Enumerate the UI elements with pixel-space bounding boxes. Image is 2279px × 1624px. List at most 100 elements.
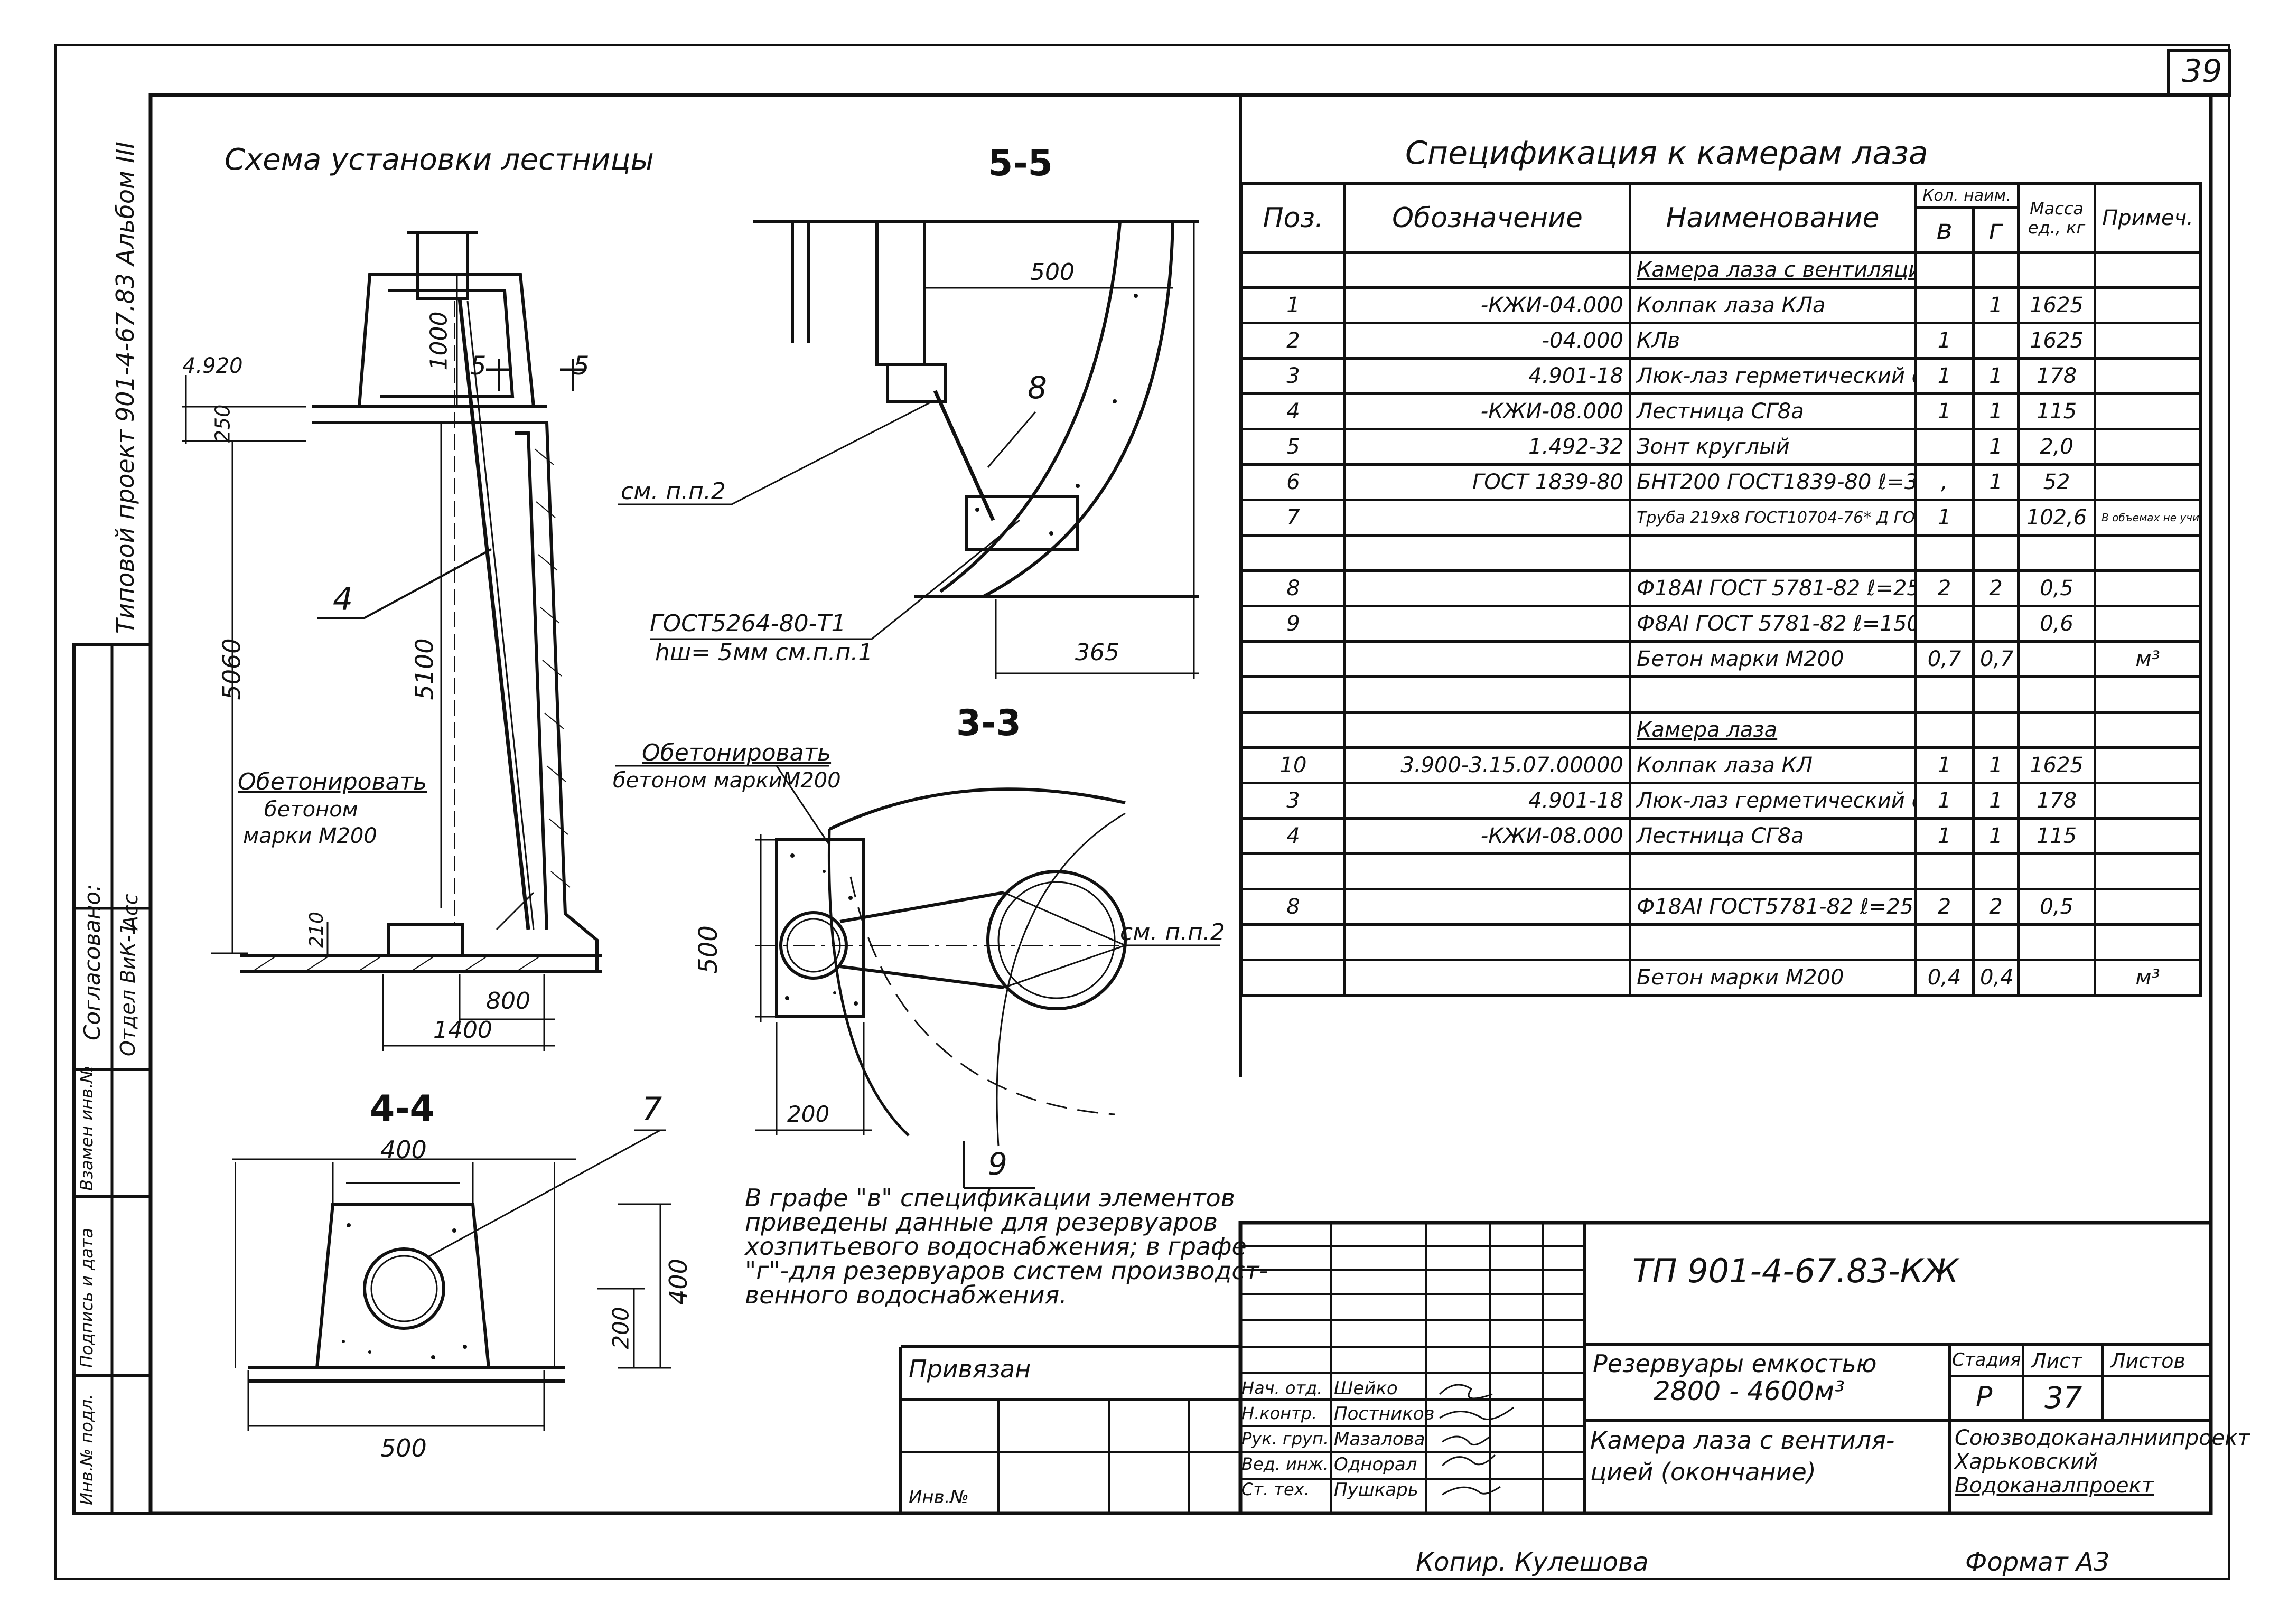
spec-cell-b: 1 <box>1914 746 1975 784</box>
col-replace: Взамен инв.№ <box>77 1065 97 1191</box>
s33-note-1: Обетонировать <box>642 739 832 766</box>
spec-cell-mass: 1625 <box>2017 746 2097 784</box>
s44-dim-400-top: 400 <box>380 1135 427 1164</box>
hdr-pos: Поз. <box>1240 182 1346 254</box>
spec-cell-pos <box>1240 675 1346 714</box>
stage-label: Стадия <box>1952 1349 2021 1370</box>
spec-cell-b <box>1914 534 1975 572</box>
spec-cell-g <box>1972 534 2020 572</box>
spec-cell-g <box>1972 675 2020 714</box>
spec-cell-note <box>2094 605 2202 643</box>
spec-cell-des: ГОСТ 1839-80 <box>1343 463 1631 501</box>
spec-cell-pos <box>1240 959 1346 997</box>
dim-210: 210 <box>305 912 328 948</box>
spec-cell-g: 1 <box>1972 463 2020 501</box>
footnote-line: приведены данные для резервуаров <box>745 1208 1218 1236</box>
spec-cell-des <box>1343 888 1631 926</box>
dept-label: Отдел ВиК-1 <box>116 922 139 1056</box>
spec-cell-mass: 52 <box>2017 463 2097 501</box>
footnote-line: венного водоснабжения. <box>745 1281 1067 1309</box>
signature-row: Вед. инж.Однорал <box>1241 1452 1453 1477</box>
sheet-format: Формат А3 <box>1965 1547 2110 1577</box>
sheet-number: 39 <box>2182 53 2222 90</box>
s33-dim-200: 200 <box>787 1101 830 1127</box>
spec-cell-pos: 4 <box>1240 392 1346 430</box>
hdr-mass: Масса ед., кг <box>2017 182 2097 254</box>
spec-cell-pos <box>1240 251 1346 289</box>
spec-cell-pos: 8 <box>1240 569 1346 607</box>
s33-note: см. п.п.2 <box>1120 919 1225 946</box>
s55-dim-365: 365 <box>1075 639 1119 666</box>
spec-cell-note <box>2094 569 2202 607</box>
signature-role: Нач. отд. <box>1241 1378 1323 1398</box>
spec-cell-des: -КЖИ-04.000 <box>1343 286 1631 324</box>
spec-cell-g: 2 <box>1972 888 2020 926</box>
spec-cell-pos <box>1240 534 1346 572</box>
spec-cell-b <box>1914 852 1975 890</box>
spec-cell-pos <box>1240 711 1346 749</box>
spec-cell-pos: 3 <box>1240 357 1346 395</box>
org-line-1: Союзводоканалниипроект <box>1955 1426 2250 1450</box>
spec-cell-g: 1 <box>1972 746 2020 784</box>
ladder-note-3: марки М200 <box>243 824 377 848</box>
hdr-qty-b: в <box>1914 206 1975 254</box>
spec-cell-name <box>1629 675 1917 714</box>
signature-role: Вед. инж. <box>1241 1454 1329 1474</box>
spec-cell-g: 1 <box>1972 782 2020 820</box>
inv-label: Инв.№ <box>909 1487 969 1508</box>
ladder-note-1: Обетонировать <box>238 768 427 795</box>
spec-cell-b: 2 <box>1914 888 1975 926</box>
spec-cell-pos: 8 <box>1240 888 1346 926</box>
spec-cell-g: 1 <box>1972 817 2020 855</box>
spec-cell-b: 1 <box>1914 322 1975 360</box>
dim-1400: 1400 <box>433 1017 492 1044</box>
s55-note: см. п.п.2 <box>621 478 726 505</box>
spec-cell-mass: 178 <box>2017 357 2097 395</box>
spec-cell-mass <box>2017 852 2097 890</box>
signature-row: Ст. тех.Пушкарь <box>1241 1477 1453 1503</box>
footnote: В графе "в" спецификации элементов приве… <box>745 1186 1268 1307</box>
spec-cell-des <box>1343 711 1631 749</box>
spec-cell-pos: 7 <box>1240 499 1346 537</box>
spec-cell-b <box>1914 923 1975 961</box>
dim-4920: 4.920 <box>182 354 243 378</box>
footnote-line: В графе "в" спецификации элементов <box>745 1184 1235 1212</box>
spec-cell-g <box>1972 711 2020 749</box>
spec-cell-des <box>1343 640 1631 678</box>
spec-cell-mass: 115 <box>2017 817 2097 855</box>
spec-row <box>1240 852 2202 890</box>
spec-cell-name: Люк-лаз герметический dу=600 <box>1629 357 1917 395</box>
spec-cell-note <box>2094 392 2202 430</box>
spec-cell-b: 1 <box>1914 357 1975 395</box>
spec-cell-mass <box>2017 711 2097 749</box>
hdr-name: Наименование <box>1629 182 1917 254</box>
spec-cell-name: Колпак лаза КЛ <box>1629 746 1917 784</box>
spec-cell-name <box>1629 923 1917 961</box>
col-sign-date: Подпись и дата <box>77 1227 97 1368</box>
spec-cell-note <box>2094 286 2202 324</box>
spec-cell-g: 0,7 <box>1972 640 2020 678</box>
s33-callout: 9 <box>988 1146 1007 1182</box>
spec-cell-des <box>1343 569 1631 607</box>
copied-by: Копир. Кулешова <box>1416 1547 1649 1577</box>
dim-5100: 5100 <box>410 638 439 700</box>
spec-cell-mass: 115 <box>2017 392 2097 430</box>
spec-cell-name: Колпак лаза КЛа <box>1629 286 1917 324</box>
spec-cell-b <box>1914 428 1975 466</box>
sheets-label: Листов <box>2110 1349 2185 1373</box>
hdr-designation: Обозначение <box>1343 182 1631 254</box>
footnote-line: хозпитьевого водоснабжения; в графе <box>745 1232 1247 1261</box>
s33-note-2: бетоном маркиМ200 <box>613 768 841 793</box>
s55-gost-2: hш= 5мм см.п.п.1 <box>655 639 873 666</box>
spec-cell-g <box>1972 923 2020 961</box>
spec-cell-mass: 0,5 <box>2017 888 2097 926</box>
spec-cell-note <box>2094 463 2202 501</box>
spec-cell-name: Ф18АI ГОСТ 5781-82 ℓ=250 <box>1629 569 1917 607</box>
agreed-label: Согласовано: <box>79 884 105 1040</box>
spec-row <box>1240 675 2202 714</box>
